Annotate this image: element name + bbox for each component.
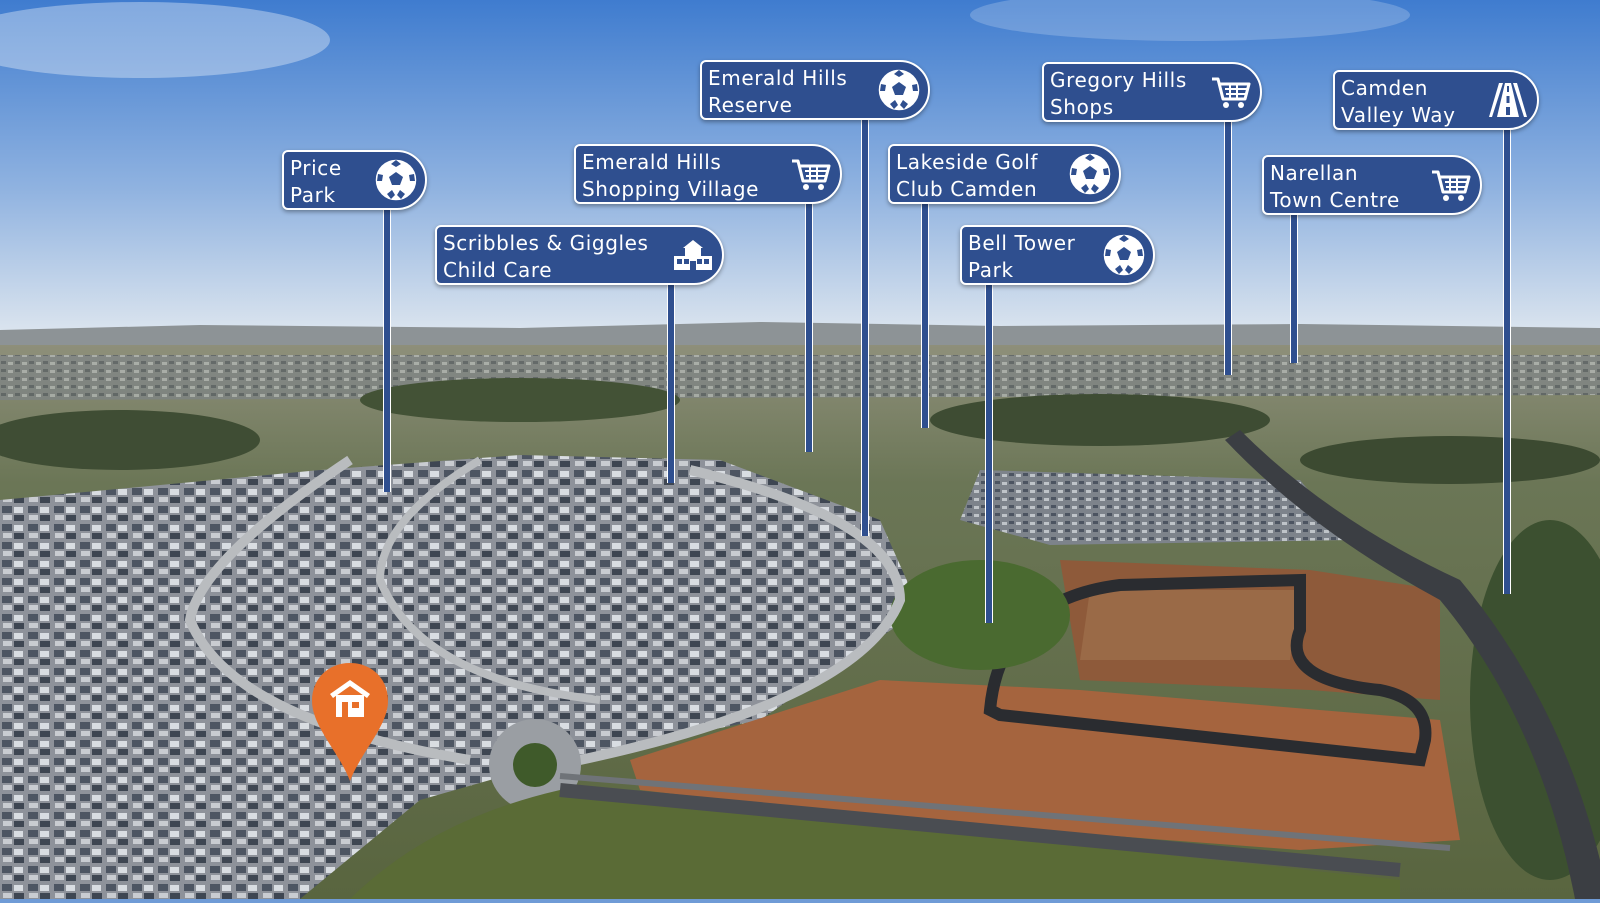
poi-label-line1: Camden: [1341, 76, 1428, 100]
sign-pole: [383, 208, 391, 492]
soccer-ball-icon: [1067, 151, 1113, 197]
poi-label-line1: Lakeside Golf: [896, 150, 1039, 174]
poi-sign: Narellan Town Centre: [1262, 155, 1482, 215]
sign-pole: [985, 283, 993, 623]
shopping-cart-icon: [1428, 162, 1474, 208]
poi-label: Price Park: [290, 155, 342, 209]
poi-label-line1: Emerald Hills: [708, 66, 848, 90]
poi-label: Emerald Hills Shopping Village: [582, 149, 759, 203]
poi-label-line1: Scribbles & Giggles: [443, 231, 649, 255]
poi-label-line1: Narellan: [1270, 161, 1359, 185]
poi-label-line2: Shops: [1050, 95, 1114, 119]
poi-label: Narellan Town Centre: [1270, 160, 1400, 214]
poi-label-line2: Valley Way: [1341, 103, 1456, 127]
shopping-cart-icon: [1208, 69, 1254, 115]
poi-label: Lakeside Golf Club Camden: [896, 149, 1038, 203]
sign-pole: [921, 202, 929, 428]
poi-sign: Bell Tower Park: [960, 225, 1155, 285]
sign-pole: [1503, 128, 1511, 594]
home-icon: [330, 680, 370, 717]
poi-label-line2: Club Camden: [896, 177, 1038, 201]
poi-label-line2: Shopping Village: [582, 177, 760, 201]
poi-label: Emerald Hills Reserve: [708, 65, 847, 119]
soccer-ball-icon: [373, 157, 419, 203]
poi-sign: Gregory Hills Shops: [1042, 62, 1262, 122]
poi-sign: Lakeside Golf Club Camden: [888, 144, 1121, 204]
highway-road-icon: [1485, 77, 1531, 123]
poi-label: Bell Tower Park: [968, 230, 1075, 284]
poi-label-line1: Price: [290, 156, 342, 180]
sign-pole: [805, 202, 813, 452]
poi-label-line1: Gregory Hills: [1050, 68, 1187, 92]
school-building-icon: [670, 232, 716, 278]
poi-label-line2: Reserve: [708, 93, 793, 117]
sign-pole: [667, 283, 675, 483]
sign-pole: [1290, 213, 1298, 363]
poi-label-line2: Park: [968, 258, 1014, 282]
poi-sign: Price Park: [282, 150, 427, 210]
sign-pole: [1224, 120, 1232, 375]
poi-sign: Emerald Hills Reserve: [700, 60, 930, 120]
poi-sign: Camden Valley Way: [1333, 70, 1539, 130]
soccer-ball-icon: [876, 67, 922, 113]
poi-label-line1: Emerald Hills: [582, 150, 722, 174]
poi-label-line2: Town Centre: [1270, 188, 1400, 212]
home-location-pin: [309, 660, 391, 784]
poi-label: Scribbles & Giggles Child Care: [443, 230, 649, 284]
poi-label-line2: Child Care: [443, 258, 553, 282]
poi-label: Gregory Hills Shops: [1050, 67, 1187, 121]
poi-sign: Scribbles & Giggles Child Care: [435, 225, 724, 285]
poi-label-line1: Bell Tower: [968, 231, 1076, 255]
poi-label-line2: Park: [290, 183, 336, 207]
shopping-cart-icon: [788, 151, 834, 197]
soccer-ball-icon: [1101, 232, 1147, 278]
poi-sign: Emerald Hills Shopping Village: [574, 144, 842, 204]
sign-pole: [861, 118, 869, 536]
poi-label: Camden Valley Way: [1341, 75, 1456, 129]
